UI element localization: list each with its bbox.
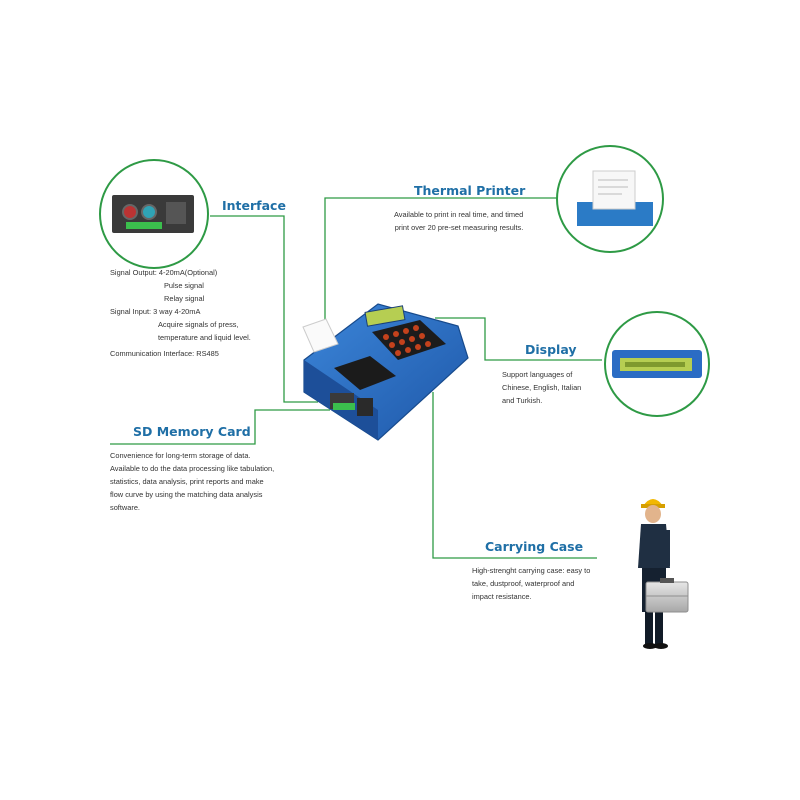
interface-line: Acquire signals of press, — [158, 320, 239, 329]
interface-line: Signal Input: 3 way 4-20mA — [110, 307, 201, 316]
thermal-printer-line: Available to print in real time, and tim… — [394, 210, 524, 219]
leader-line-carrying-case — [432, 392, 597, 559]
thermal-printer-circle — [556, 145, 664, 253]
interface-line: Relay signal — [164, 294, 205, 303]
interface-line: Signal Output: 4-20mA(Optional) — [110, 268, 218, 277]
interface-title: Interface — [222, 198, 286, 213]
sd-memory-card-line: Available to do the data processing like… — [110, 464, 275, 473]
sd-memory-card-line: flow curve by using the matching data an… — [110, 490, 263, 499]
thermal-printer-line: print over 20 pre-set measuring results. — [394, 223, 524, 232]
interface-line: Pulse signal — [164, 281, 204, 290]
sd-memory-card-description: Convenience for long-term storage of dat… — [110, 449, 274, 514]
interface-circle — [99, 159, 209, 269]
sd-memory-card-line: statistics, data analysis, print reports… — [110, 477, 264, 486]
interface-line: Communication Interface: RS485 — [110, 349, 219, 358]
thermal-printer-title: Thermal Printer — [414, 183, 526, 198]
carrying-case-line: impact resistance. — [472, 592, 532, 601]
worker-with-case — [638, 499, 689, 649]
carrying-case-line: take, dustproof, waterproof and — [472, 579, 575, 588]
leader-line-thermal-printer — [324, 197, 557, 322]
display-line: Chinese, English, Italian — [502, 383, 582, 392]
thermal-printer-description: Available to print in real time, and tim… — [394, 208, 523, 234]
display-line: and Turkish. — [502, 396, 543, 405]
sd-memory-card-title: SD Memory Card — [133, 424, 251, 439]
sd-memory-card-line: software. — [110, 503, 140, 512]
leader-line-display — [435, 317, 602, 361]
leader-line-sd-card — [110, 409, 330, 445]
carrying-case-line: High-strenght carrying case: easy to — [472, 566, 591, 575]
leader-line-interface — [210, 215, 318, 403]
display-circle — [604, 311, 710, 417]
carrying-case-title: Carrying Case — [485, 539, 584, 554]
carrying-case-description: High-strenght carrying case: easy to tak… — [472, 564, 590, 603]
leader-lines — [110, 197, 602, 559]
interface-description: Signal Output: 4-20mA(Optional) Pulse si… — [110, 266, 251, 360]
display-description: Support languages of Chinese, English, I… — [502, 368, 581, 407]
flowmeter-device — [302, 303, 469, 441]
sd-memory-card-line: Convenience for long-term storage of dat… — [110, 451, 251, 460]
display-title: Display — [525, 342, 577, 357]
interface-line: temperature and liquid level. — [158, 333, 251, 342]
display-line: Support languages of — [502, 370, 573, 379]
